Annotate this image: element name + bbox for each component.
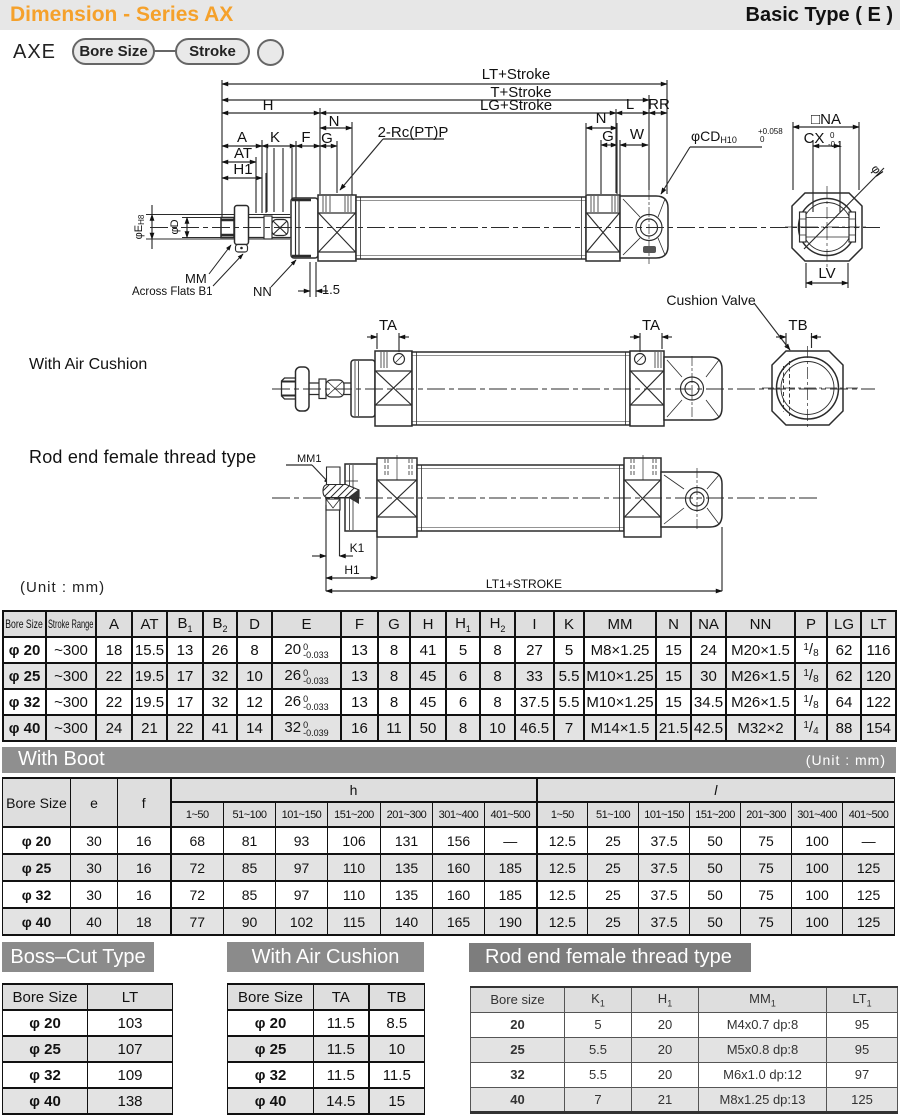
svg-text:φEH8: φEH8 bbox=[133, 214, 146, 239]
svg-text:+0.058: +0.058 bbox=[758, 127, 783, 136]
svg-text:0: 0 bbox=[830, 131, 835, 140]
svg-text:K1: K1 bbox=[350, 541, 365, 555]
svg-text:LT+Stroke: LT+Stroke bbox=[482, 66, 551, 83]
svg-text:TA: TA bbox=[642, 317, 660, 334]
svg-text:MM1: MM1 bbox=[297, 453, 321, 465]
svg-text:LT1+STROKE: LT1+STROKE bbox=[486, 577, 562, 591]
svg-text:G: G bbox=[321, 130, 333, 147]
svg-text:H1: H1 bbox=[344, 563, 360, 577]
svg-text:N: N bbox=[596, 110, 607, 127]
svg-text:0: 0 bbox=[760, 135, 765, 144]
svg-text:φD: φD bbox=[169, 219, 181, 234]
svg-text:Cushion Valve: Cushion Valve bbox=[666, 292, 755, 308]
svg-text:φI: φI bbox=[868, 162, 886, 179]
svg-text:1.5: 1.5 bbox=[322, 282, 340, 297]
svg-text:A: A bbox=[237, 129, 247, 146]
svg-text:2-Rc(PT)P: 2-Rc(PT)P bbox=[378, 124, 449, 141]
svg-text:F: F bbox=[301, 129, 310, 146]
svg-text:H: H bbox=[263, 97, 274, 114]
svg-text:Across Flats B1: Across Flats B1 bbox=[132, 286, 213, 298]
svg-text:MM: MM bbox=[185, 271, 207, 286]
svg-text:CX: CX bbox=[804, 130, 825, 147]
svg-text:K: K bbox=[270, 129, 280, 146]
svg-text:NN: NN bbox=[253, 284, 272, 299]
svg-text:TB: TB bbox=[788, 317, 807, 334]
svg-text:G: G bbox=[602, 128, 614, 145]
svg-text:T+Stroke: T+Stroke bbox=[490, 84, 551, 101]
svg-text:W: W bbox=[630, 126, 645, 143]
svg-text:-0.1: -0.1 bbox=[828, 140, 842, 149]
svg-text:□NA: □NA bbox=[811, 111, 841, 128]
svg-text:AT: AT bbox=[234, 145, 252, 162]
svg-text:LV: LV bbox=[818, 265, 835, 282]
svg-text:N: N bbox=[329, 113, 340, 130]
svg-text:LG+Stroke: LG+Stroke bbox=[480, 97, 552, 114]
svg-text:TA: TA bbox=[379, 317, 397, 334]
svg-text:φCDH10: φCDH10 bbox=[691, 128, 737, 145]
svg-text:L: L bbox=[626, 96, 634, 113]
svg-text:RR: RR bbox=[648, 96, 670, 113]
svg-text:H1: H1 bbox=[233, 161, 252, 178]
